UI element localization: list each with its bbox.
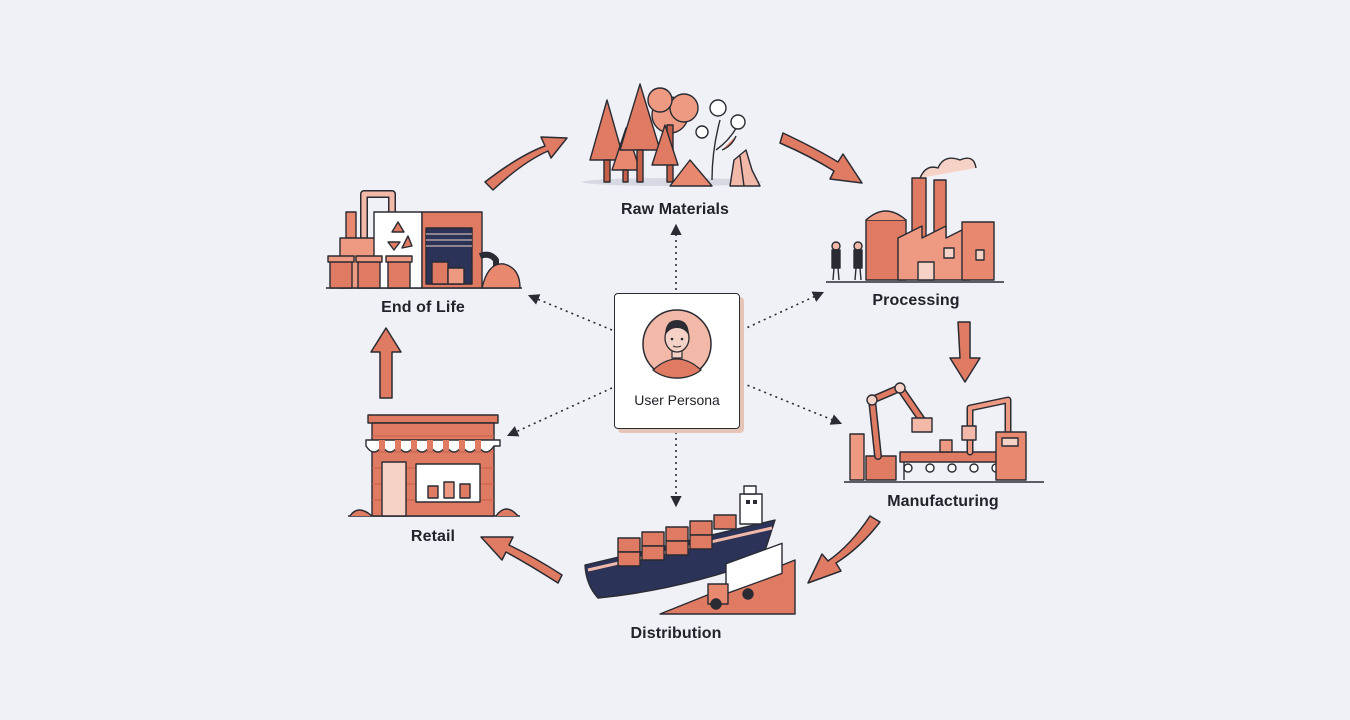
user-persona-label: User Persona <box>634 392 720 408</box>
stage-label-raw-materials: Raw Materials <box>620 201 730 218</box>
stage-label-distribution: Distribution <box>630 625 722 642</box>
persona-connectors <box>506 223 843 508</box>
arrow-endoflife-to-raw <box>484 136 568 191</box>
arrow-manufacturing-to-distribution <box>807 515 881 584</box>
connector-to-retail <box>506 387 613 437</box>
stage-label-retail: Retail <box>410 528 456 545</box>
stage-label-end-of-life: End of Life <box>381 299 465 316</box>
stage-label-processing: Processing <box>872 292 960 309</box>
cargo-ship-truck-icon <box>584 485 796 615</box>
stage-label-manufacturing: Manufacturing <box>887 493 999 510</box>
robot-arm-assembly-icon <box>844 382 1044 483</box>
recycling-facility-icon <box>326 190 522 289</box>
storefront-icon <box>348 414 520 517</box>
cycle-arrows <box>370 132 981 584</box>
connector-to-processing <box>741 291 825 331</box>
arrow-processing-to-manufacturing <box>949 321 981 383</box>
person-avatar-icon <box>642 309 712 379</box>
arrow-raw-to-processing <box>779 132 863 184</box>
factory-icon <box>826 157 1004 283</box>
user-persona-card: User Persona <box>614 293 740 429</box>
connector-to-manufacturing <box>741 382 843 425</box>
recycle-icon <box>387 221 413 251</box>
arrow-retail-to-endoflife <box>370 327 402 399</box>
connector-to-end-of-life <box>527 294 613 331</box>
arrow-distribution-to-retail <box>480 536 563 584</box>
forest-cotton-crystal-icon <box>582 83 762 187</box>
